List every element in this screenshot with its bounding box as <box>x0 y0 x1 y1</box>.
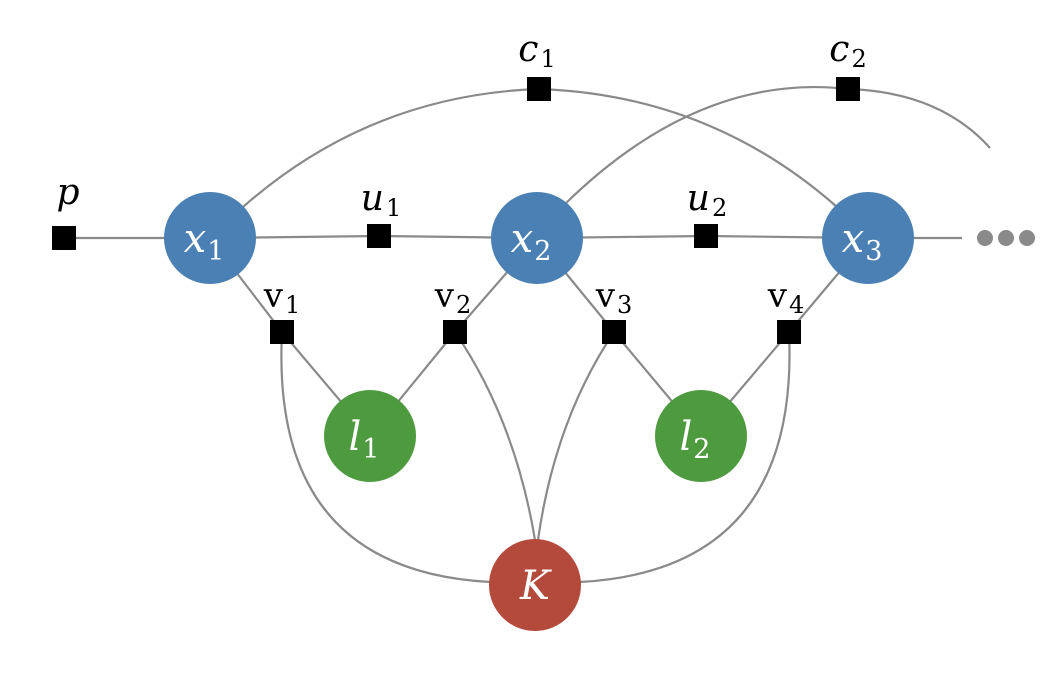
edge-c2-continuation <box>847 87 991 149</box>
factor-v4 <box>777 320 801 344</box>
node-label-l2: l2 <box>680 414 711 465</box>
edge-x1-c1 <box>242 87 540 208</box>
factor-v1 <box>270 320 294 344</box>
node-l1 <box>324 390 416 482</box>
edge-v4-K <box>579 331 791 584</box>
node-label-K: K <box>519 563 552 609</box>
node-x1 <box>164 192 256 284</box>
factor-label-v3: v3 <box>595 276 633 319</box>
nodes-layer <box>164 192 914 631</box>
factor-u1 <box>367 224 391 248</box>
factor-label-c2: c2 <box>829 29 866 73</box>
factor-label-v2: v2 <box>434 276 472 319</box>
node-K <box>489 539 581 631</box>
factor-v3 <box>602 320 626 344</box>
factor-label-c1: c1 <box>518 29 555 73</box>
factors-layer <box>52 77 860 344</box>
factor-label-u1: u1 <box>361 178 401 222</box>
node-l2 <box>655 390 747 482</box>
factor-c2 <box>836 77 860 101</box>
node-x2 <box>491 192 583 284</box>
factor-label-u2: u2 <box>687 178 727 222</box>
factor-label-v4: v4 <box>767 276 805 319</box>
continuation-dot <box>998 230 1014 246</box>
factor-u2 <box>694 224 718 248</box>
continuation-dot <box>1019 230 1035 246</box>
node-label-x1: x1 <box>184 216 225 267</box>
edge-c1-x3 <box>538 87 838 208</box>
edge-v3-K <box>536 331 615 541</box>
edge-x2-c2 <box>564 85 849 205</box>
factor-label-v1: v1 <box>263 276 301 319</box>
continuation-dot <box>977 230 993 246</box>
factor-p <box>52 226 76 250</box>
edge-v2-K <box>454 331 537 541</box>
factor-label-p: p <box>56 172 79 213</box>
factor-c1 <box>527 77 551 101</box>
node-x3 <box>822 192 914 284</box>
node-label-l1: l1 <box>349 414 380 465</box>
node-label-x3: x3 <box>842 216 883 267</box>
labels-layer: p u1 u2 c1 c2 v1 v2 v3 v4 x1 x2 x3 l1 l2K <box>56 29 882 609</box>
edges-layer <box>64 85 1035 584</box>
edge-v1-K <box>280 331 491 584</box>
factor-v2 <box>443 320 467 344</box>
node-label-x2: x2 <box>511 216 552 267</box>
